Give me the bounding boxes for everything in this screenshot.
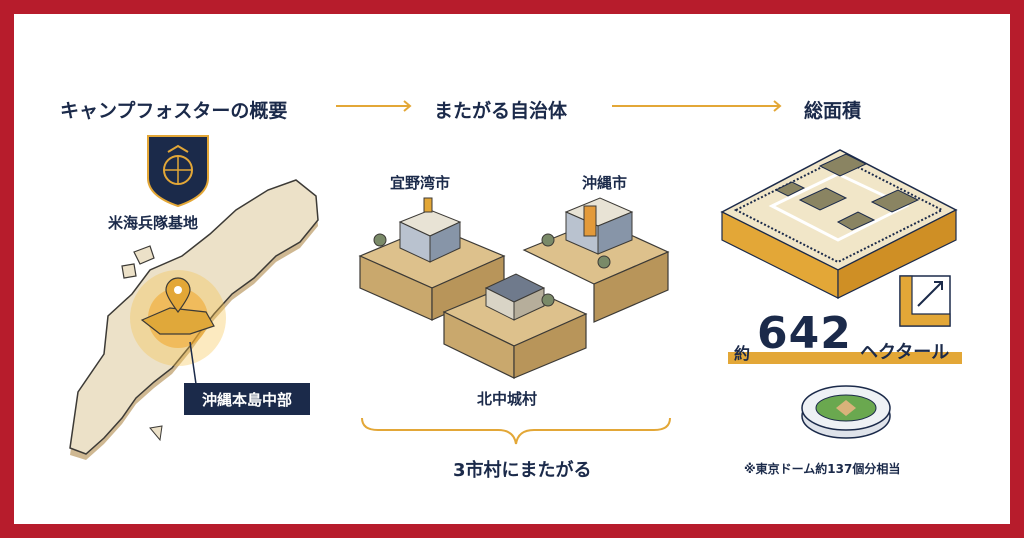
municipality-label: 北中城村: [477, 390, 538, 408]
area-unit: ヘクタール: [860, 342, 950, 363]
municipality-label: 沖縄市: [582, 174, 628, 192]
emblem-caption: 米海兵隊基地: [108, 214, 199, 232]
area-underline: [728, 352, 962, 364]
arrow-right-icon: [336, 100, 412, 112]
area-value: 642: [757, 308, 852, 359]
area-comparison-note: ※東京ドーム約137個分相当: [744, 462, 901, 476]
location-badge: 沖縄本島中部: [184, 383, 310, 415]
municipalities-summary: 3市村にまたがる: [453, 460, 592, 481]
arrow-right-icon: [612, 100, 782, 112]
area-prefix: 約: [734, 344, 751, 363]
municipality-label: 宜野湾市: [390, 174, 451, 192]
heading-total-area: 総面積: [804, 100, 862, 122]
heading-overview: キャンプフォスターの概要: [60, 100, 288, 122]
infographic-frame: [14, 14, 1010, 524]
heading-municipalities: またがる自治体: [434, 100, 568, 122]
